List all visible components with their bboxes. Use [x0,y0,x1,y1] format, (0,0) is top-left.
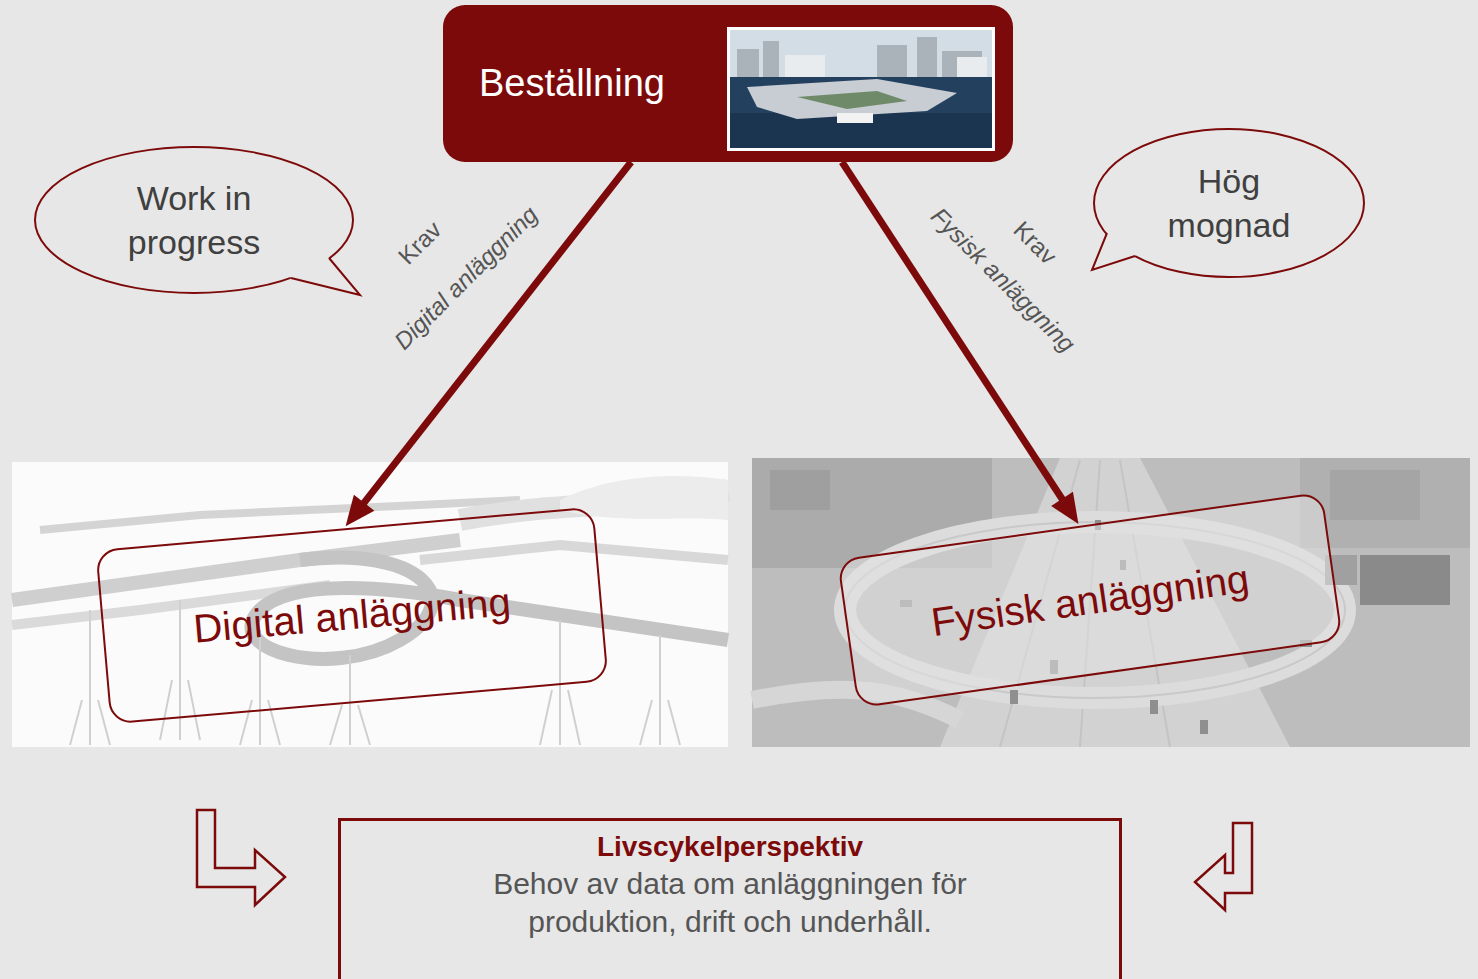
scene-rect [12,462,728,747]
arrow-caption: Digital anläggning [389,201,544,356]
edge-label: Krav [393,216,448,271]
node-body: Behov av data om anläggningen för produk… [420,865,1040,941]
speech-bubble: Work in progress [33,145,355,295]
requirement-arrow [842,162,1078,524]
scene-rect [727,113,995,151]
scene-path [40,500,520,530]
arrow-caption: Fysisk anläggning [925,202,1081,358]
scene-rect [763,41,779,79]
bubble-outline [1092,127,1366,279]
scene-rect [1150,700,1158,714]
bubble-tail-fill [1092,229,1142,270]
node-title: Livscykelperspektiv [597,831,863,863]
scene-rect [727,77,995,151]
scene-rect [1010,690,1018,704]
scene-rect [957,57,987,79]
scene-path [330,655,370,745]
scene-path [540,620,580,745]
scene-rect [729,29,994,150]
node-title: Fysisk anläggning [928,555,1251,644]
node-title: Beställning [479,62,665,105]
arrow-shaft [362,162,631,506]
scene-path [1195,823,1252,910]
scene-rect [727,27,995,79]
order-box: Beställning [443,5,1013,162]
project-thumbnail [727,27,995,151]
scene-path [197,810,285,905]
scene-rect [1200,720,1208,734]
lifecycle-box: LivscykelperspektivBehov av data om anlä… [338,818,1122,979]
scene-rect [1360,555,1450,605]
arrow-head [346,495,375,527]
scene-rect [1330,470,1420,520]
scene-rect [770,470,830,510]
speech-bubble: Hög mognad [1092,127,1366,279]
edge-label: Krav [1008,216,1063,271]
node-title: Work in progress [89,176,299,264]
scene-rect [877,45,907,79]
arrow-head [1051,492,1078,524]
scene-path [420,545,728,560]
scene-path [70,610,110,745]
requirement-arrow [346,162,631,526]
node-title: Digital anläggning [192,579,513,652]
scene-rect [917,37,937,79]
bubble-tail [291,258,360,295]
bubble-tail [1092,233,1135,270]
scene-path [640,635,680,745]
scene-rect [752,458,1470,747]
digital-render [12,462,728,747]
bubble-outline [33,145,355,295]
bubble-tail-fill [283,251,360,295]
scene-g [785,55,987,79]
scene-polygon [797,91,907,109]
node-title: Hög mognad [1154,159,1304,247]
physical-photo [752,458,1470,747]
scene-rect [737,49,759,79]
scene-g [737,37,982,79]
scene-rect [785,55,825,79]
scene-rect [837,113,873,123]
scene-path [560,476,728,520]
